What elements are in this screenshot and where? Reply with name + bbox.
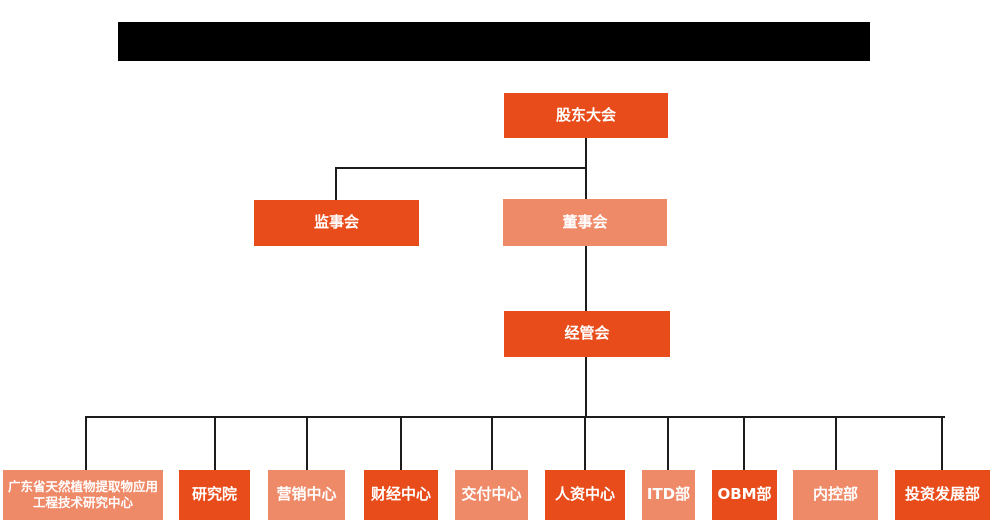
connector-drop-finance <box>400 416 402 470</box>
connector-drop-hr <box>584 416 586 470</box>
org-node-itd-department: ITD部 <box>642 470 695 520</box>
connector-drop-internal-control <box>835 416 837 470</box>
org-node-investment-development-department: 投资发展部 <box>895 470 990 520</box>
org-node-hr-center: 人资中心 <box>545 470 625 520</box>
connector-drop-investment <box>941 416 943 470</box>
connector-level2-branch <box>335 167 587 169</box>
org-node-research-institute: 研究院 <box>179 470 250 520</box>
connector-management-down <box>585 357 587 417</box>
org-node-research-center: 广东省天然植物提取物应用工程技术研究中心 <box>3 470 163 520</box>
connector-drop-marketing <box>306 416 308 470</box>
org-node-board-of-directors: 董事会 <box>503 199 667 246</box>
connector-supervisory-drop <box>335 167 337 200</box>
org-node-finance-center: 财经中心 <box>364 470 438 520</box>
connector-drop-itd <box>667 416 669 470</box>
org-node-obm-department: OBM部 <box>712 470 777 520</box>
org-node-internal-control-department: 内控部 <box>793 470 878 520</box>
org-node-delivery-center: 交付中心 <box>455 470 528 520</box>
connector-drop-obm <box>743 416 745 470</box>
connector-board-to-management <box>585 246 587 311</box>
org-node-management-committee: 经管会 <box>504 311 670 357</box>
connector-drop-research-institute <box>214 416 216 470</box>
connector-drop-research-center <box>85 416 87 470</box>
connector-bottom-branch <box>85 416 945 418</box>
connector-drop-delivery <box>491 416 493 470</box>
org-node-supervisory-board: 监事会 <box>254 200 419 246</box>
org-node-shareholders: 股东大会 <box>504 93 668 138</box>
redacted-title-bar <box>118 22 870 61</box>
org-node-marketing-center: 营销中心 <box>268 470 345 520</box>
